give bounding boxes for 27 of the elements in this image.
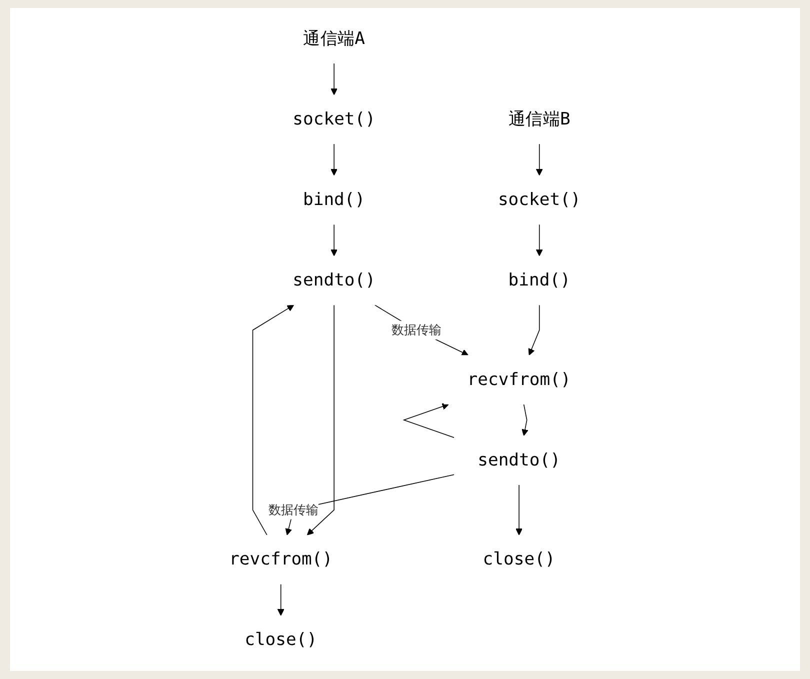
- node-text: bind(): [508, 270, 570, 290]
- arrow: [330, 63, 338, 96]
- arrow: [277, 584, 284, 616]
- edge-label: 数据传输: [391, 322, 442, 338]
- node-text: close(): [244, 630, 318, 650]
- node-text: revcfrom(): [229, 550, 333, 570]
- node-text: bind(): [303, 190, 366, 210]
- arrow: [307, 304, 335, 536]
- node-text: 通信端B: [508, 110, 570, 130]
- node-text: socket(): [292, 110, 376, 130]
- arrow: [402, 403, 455, 438]
- edge-label: 数据传输: [268, 502, 318, 517]
- arrow: [536, 144, 543, 176]
- arrow: [516, 484, 523, 536]
- arrow: [522, 404, 528, 436]
- node-text: sendto(): [292, 270, 376, 290]
- arrow: [536, 224, 543, 256]
- arrow: [374, 304, 468, 356]
- arrow: [330, 144, 338, 176]
- arrow: [330, 224, 338, 256]
- node-text: recvfrom(): [467, 370, 571, 390]
- node-text: socket(): [498, 190, 581, 210]
- arrow: [528, 304, 540, 356]
- arrow: [252, 304, 294, 536]
- node-text: sendto(): [478, 450, 561, 470]
- node-text: close(): [482, 550, 556, 570]
- node-text: 通信端A: [303, 29, 366, 49]
